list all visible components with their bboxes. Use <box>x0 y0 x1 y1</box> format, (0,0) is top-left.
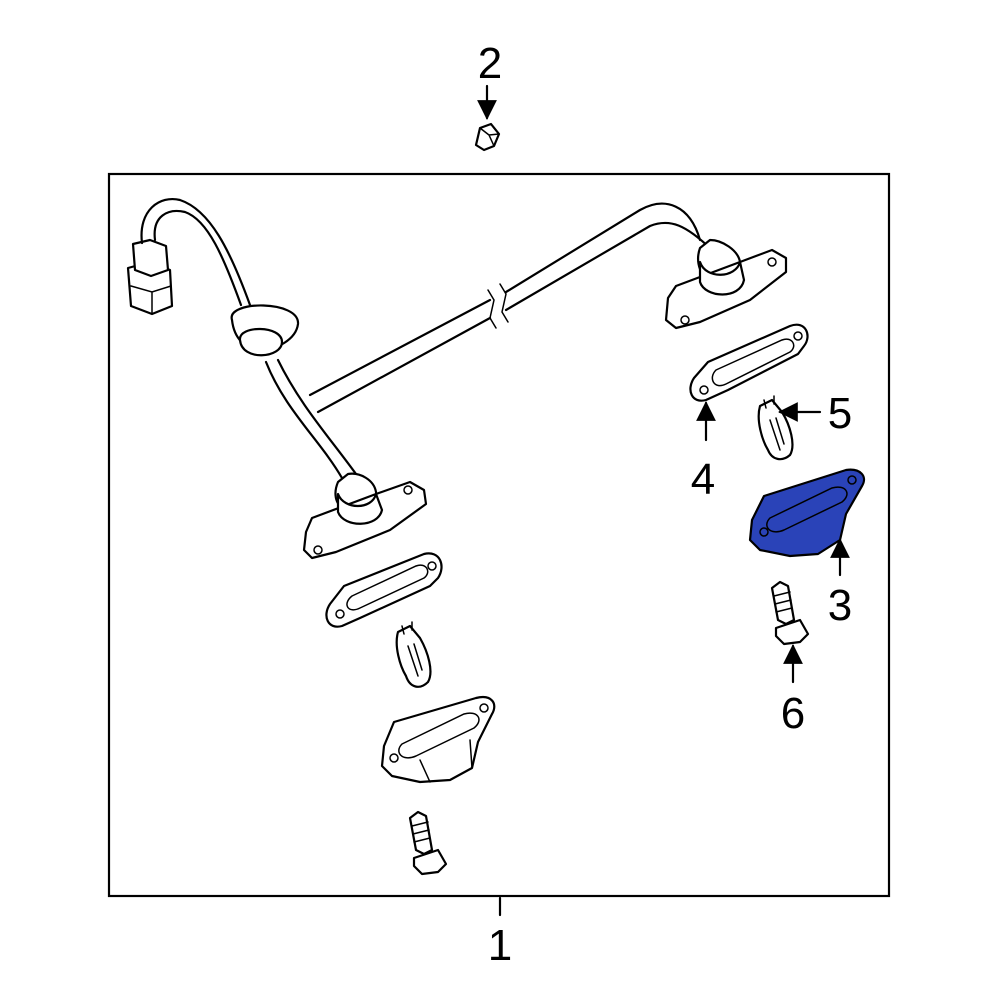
assembly-box <box>107 172 891 898</box>
lens-highlight <box>748 468 866 558</box>
license-lamp-lens <box>748 468 866 558</box>
gasket-lower <box>325 552 443 628</box>
callout-2-label: 2 <box>478 39 502 88</box>
screw-lower <box>408 810 448 876</box>
callout-5-label: 5 <box>828 389 852 438</box>
wiring-harness <box>126 197 788 560</box>
callout-6-label: 6 <box>781 689 805 738</box>
screw-right <box>770 580 810 646</box>
callout-2: 2 <box>477 39 502 120</box>
callout-1-label: 1 <box>488 921 512 970</box>
bulb-lower <box>395 621 432 688</box>
callout-3-label: 3 <box>828 581 852 630</box>
lamp-lens-lower <box>380 696 496 784</box>
callout-4-label: 4 <box>691 455 715 504</box>
bulb-upper <box>757 395 794 461</box>
callout-5: 5 <box>778 389 852 438</box>
callout-6: 6 <box>781 644 805 738</box>
callout-3: 3 <box>828 538 852 630</box>
callout-1: 1 <box>488 896 512 970</box>
callout-4: 4 <box>691 401 716 504</box>
gasket-upper <box>689 323 809 402</box>
retainer-clip <box>474 122 501 152</box>
